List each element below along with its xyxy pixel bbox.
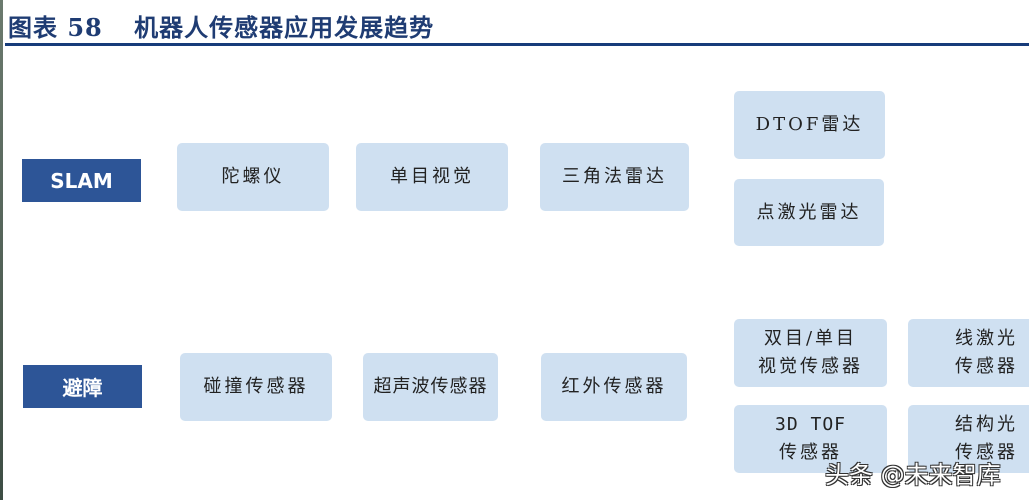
node-label-line2: 传感器 <box>779 442 842 463</box>
title-underline <box>5 43 1029 46</box>
node-gyroscope: 陀螺仪 <box>177 143 329 211</box>
node-line-laser-sensor: 线激光 传感器 <box>908 319 1029 387</box>
node-label: 陀螺仪 <box>221 166 285 187</box>
node-label-line1: 双目/单目 <box>763 328 858 349</box>
node-triangulation-lidar: 三角法雷达 <box>540 143 689 211</box>
category-obstacle-avoidance: 避障 <box>23 365 142 408</box>
node-label-line1: 结构光 <box>955 414 1018 435</box>
node-infrared-sensor: 红外传感器 <box>541 353 687 421</box>
node-label-line2: 传感器 <box>955 442 1018 463</box>
node-collision-sensor: 碰撞传感器 <box>180 353 332 421</box>
node-structured-light-sensor: 结构光 传感器 <box>908 405 1029 473</box>
figure-caption: 机器人传感器应用发展趋势 <box>134 13 435 42</box>
figure-title: 图表 58 机器人传感器应用发展趋势 <box>8 8 434 43</box>
node-label: 三角法雷达 <box>562 166 667 187</box>
node-label-line2: 传感器 <box>955 356 1018 377</box>
left-border <box>0 0 3 500</box>
node-label: 碰撞传感器 <box>203 376 309 397</box>
node-label: 点激光雷达 <box>756 201 862 223</box>
node-label-line1: 线激光 <box>955 328 1018 349</box>
node-monocular-vision: 单目视觉 <box>356 143 508 211</box>
node-label-line1: 3D TOF <box>774 414 847 435</box>
node-dtof-lidar: DTOF雷达 <box>734 91 885 159</box>
node-3d-tof-sensor: 3D TOF 传感器 <box>734 405 887 473</box>
figure-number: 58 <box>67 13 103 42</box>
node-label: 单目视觉 <box>390 166 474 187</box>
node-stereo-mono-vision-sensor: 双目/单目 视觉传感器 <box>734 319 887 387</box>
node-label: 红外传感器 <box>561 376 667 397</box>
node-label-line2: 视觉传感器 <box>758 356 863 377</box>
category-slam: SLAM <box>22 159 141 202</box>
node-label: DTOF雷达 <box>755 114 864 135</box>
node-ultrasonic-sensor: 超声波传感器 <box>363 353 498 421</box>
node-label: 超声波传感器 <box>373 376 488 397</box>
figure-label: 图表 <box>8 13 58 42</box>
node-point-laser-lidar: 点激光雷达 <box>734 179 884 246</box>
watermark: 头条 @未来智库 <box>825 461 1001 489</box>
